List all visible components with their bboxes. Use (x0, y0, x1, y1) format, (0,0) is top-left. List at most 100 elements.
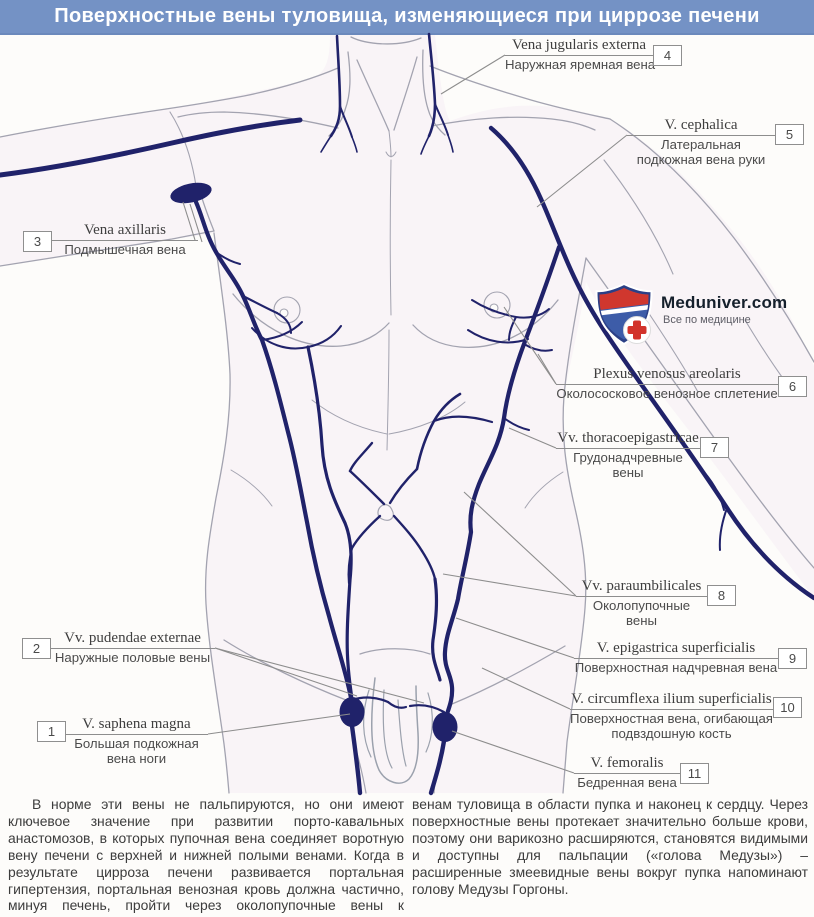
inguinal-right (451, 645, 566, 705)
label-thoracoepigastricae: Vv. thoracoepigastricae Грудонадчревные … (556, 430, 700, 480)
pec-left (232, 293, 390, 347)
torso-left (204, 232, 231, 794)
label-russian-name: Латеральная подкожная вена руки (636, 137, 766, 167)
vein-thoracoepigastrica-left (193, 199, 354, 701)
label-plexus-areolaris: Plexus venosus areolaris Околососковое в… (556, 366, 778, 402)
label-latin-name: V. circumflexa ilium superficialis (570, 691, 773, 710)
vein-medial-right (431, 577, 442, 682)
inguinal-left (223, 639, 347, 701)
arm-left-top (0, 108, 167, 138)
label-russian-name: Поверхностная надчревная вена (574, 660, 778, 675)
leader-3b (189, 203, 203, 243)
leader-11 (451, 730, 575, 774)
label-paraumbilicales: Vv. paraumbilicales Околопупочные вены (576, 578, 707, 628)
vein-saphena-left (349, 723, 363, 796)
leader-lines (182, 54, 628, 774)
label-latin-name: V. epigastrica superficialis (574, 640, 778, 659)
label-number-box: 6 (778, 376, 807, 397)
veins (0, 32, 814, 796)
leader-1 (207, 713, 351, 735)
leader-9 (455, 617, 575, 659)
arm-left-bottom (0, 230, 215, 267)
clavicle-right (431, 116, 596, 131)
label-cephalica: V. cephalica Латеральная подкожная вена … (627, 117, 775, 167)
leader-8a (463, 491, 577, 597)
vein-pudendal-left (350, 696, 390, 704)
label-number-box: 10 (773, 697, 802, 718)
torso-right (562, 257, 587, 794)
label-number-box: 11 (680, 763, 709, 784)
label-russian-name: Околососковое венозное сплетение (556, 386, 778, 401)
label-latin-name: Vv. paraumbilicales (576, 578, 707, 597)
clavicle-left (177, 111, 339, 129)
leader-7 (508, 427, 557, 449)
label-latin-name: Vv. pudendae externae (50, 630, 215, 649)
leader-8b (442, 573, 577, 597)
label-latin-name: V. cephalica (627, 117, 775, 136)
label-pudendae-externae: Vv. pudendae externae Наружные половые в… (50, 630, 215, 666)
genital-outline (370, 677, 419, 784)
label-russian-name: Грудонадчревные вены (573, 450, 683, 480)
label-russian-name: Подмышечная вена (64, 242, 186, 257)
label-number-box: 8 (707, 585, 736, 606)
logo-name: Meduniver.com (661, 293, 788, 312)
areola-left (273, 296, 301, 324)
label-number-box: 7 (700, 437, 729, 458)
label-latin-name: Vena axillaris (52, 222, 198, 241)
label-number-box: 4 (653, 45, 682, 66)
chin-line (350, 36, 422, 45)
label-femoralis: V. femoralis Бедренная вена (574, 755, 680, 791)
label-russian-name: Большая подкожная вена ноги (74, 736, 199, 766)
vein-cephalica-left-arm (0, 117, 303, 178)
meduniver-logo: Meduniver.com Все по медицине (591, 281, 787, 349)
leader-2b (214, 647, 425, 704)
leader-4 (440, 54, 506, 95)
vein-node-left-groin (339, 697, 365, 727)
trapezius-left (165, 67, 339, 110)
vein-paraumbilical-1 (348, 441, 374, 473)
label-latin-name: V. saphena magna (65, 716, 208, 735)
leader-6b (537, 353, 557, 385)
label-russian-name: Бедренная вена (577, 775, 677, 790)
label-latin-name: V. femoralis (574, 755, 680, 774)
label-number-box: 5 (775, 124, 804, 145)
paragraph-right: венам туловища в области пупка и наконец… (412, 796, 808, 897)
logo-tagline: Все по медицине (663, 314, 751, 326)
title-bar: Поверхностные вены туловища, изменяющиес… (0, 0, 814, 35)
vein-node-right-groin (432, 712, 458, 742)
trapezius-right (429, 65, 611, 120)
leader-5 (536, 134, 628, 208)
areola-right (483, 291, 511, 319)
label-jugularis-externa: Vena jugularis externa Наружная яремная … (505, 37, 656, 73)
label-number-box: 2 (22, 638, 51, 659)
label-circumflexa-ilium: V. circumflexa ilium superficialis Повер… (570, 691, 773, 741)
body-outline (0, 36, 814, 794)
leader-6a (503, 306, 557, 385)
leader-2a (214, 647, 358, 697)
neck-right (422, 49, 446, 136)
arm-right-outer (609, 118, 814, 363)
leader-3a (182, 201, 196, 241)
vein-saphena-right (428, 738, 447, 796)
label-number-box: 3 (23, 231, 52, 252)
leader-10 (481, 667, 571, 710)
shield-cross-icon (595, 282, 653, 346)
label-number-box: 9 (778, 648, 807, 669)
label-epigastrica-superficialis: V. epigastrica superficialis Поверхностн… (574, 640, 778, 676)
label-latin-name: Vena jugularis externa (505, 37, 653, 56)
vein-cephalica-right-arm (488, 125, 814, 601)
label-russian-name: Поверхностная вена, огибающая подвздошну… (570, 711, 773, 741)
label-latin-name: Plexus venosus areolaris (556, 366, 778, 385)
label-saphena-magna: V. saphena magna Большая подкожная вена … (65, 716, 208, 766)
label-number-box: 1 (37, 721, 66, 742)
vein-medial-left (306, 345, 354, 702)
vein-pudendal-right (408, 704, 446, 714)
navel (377, 504, 394, 521)
page-title: Поверхностные вены туловища, изменяющиес… (54, 5, 760, 27)
label-latin-name: Vv. thoracoepigastricae (556, 430, 700, 449)
vein-thoracoepigastrica-right (442, 244, 562, 723)
logo-text: Meduniver.com Все по медицине (661, 281, 787, 326)
label-russian-name: Наружная яремная вена (505, 57, 656, 72)
